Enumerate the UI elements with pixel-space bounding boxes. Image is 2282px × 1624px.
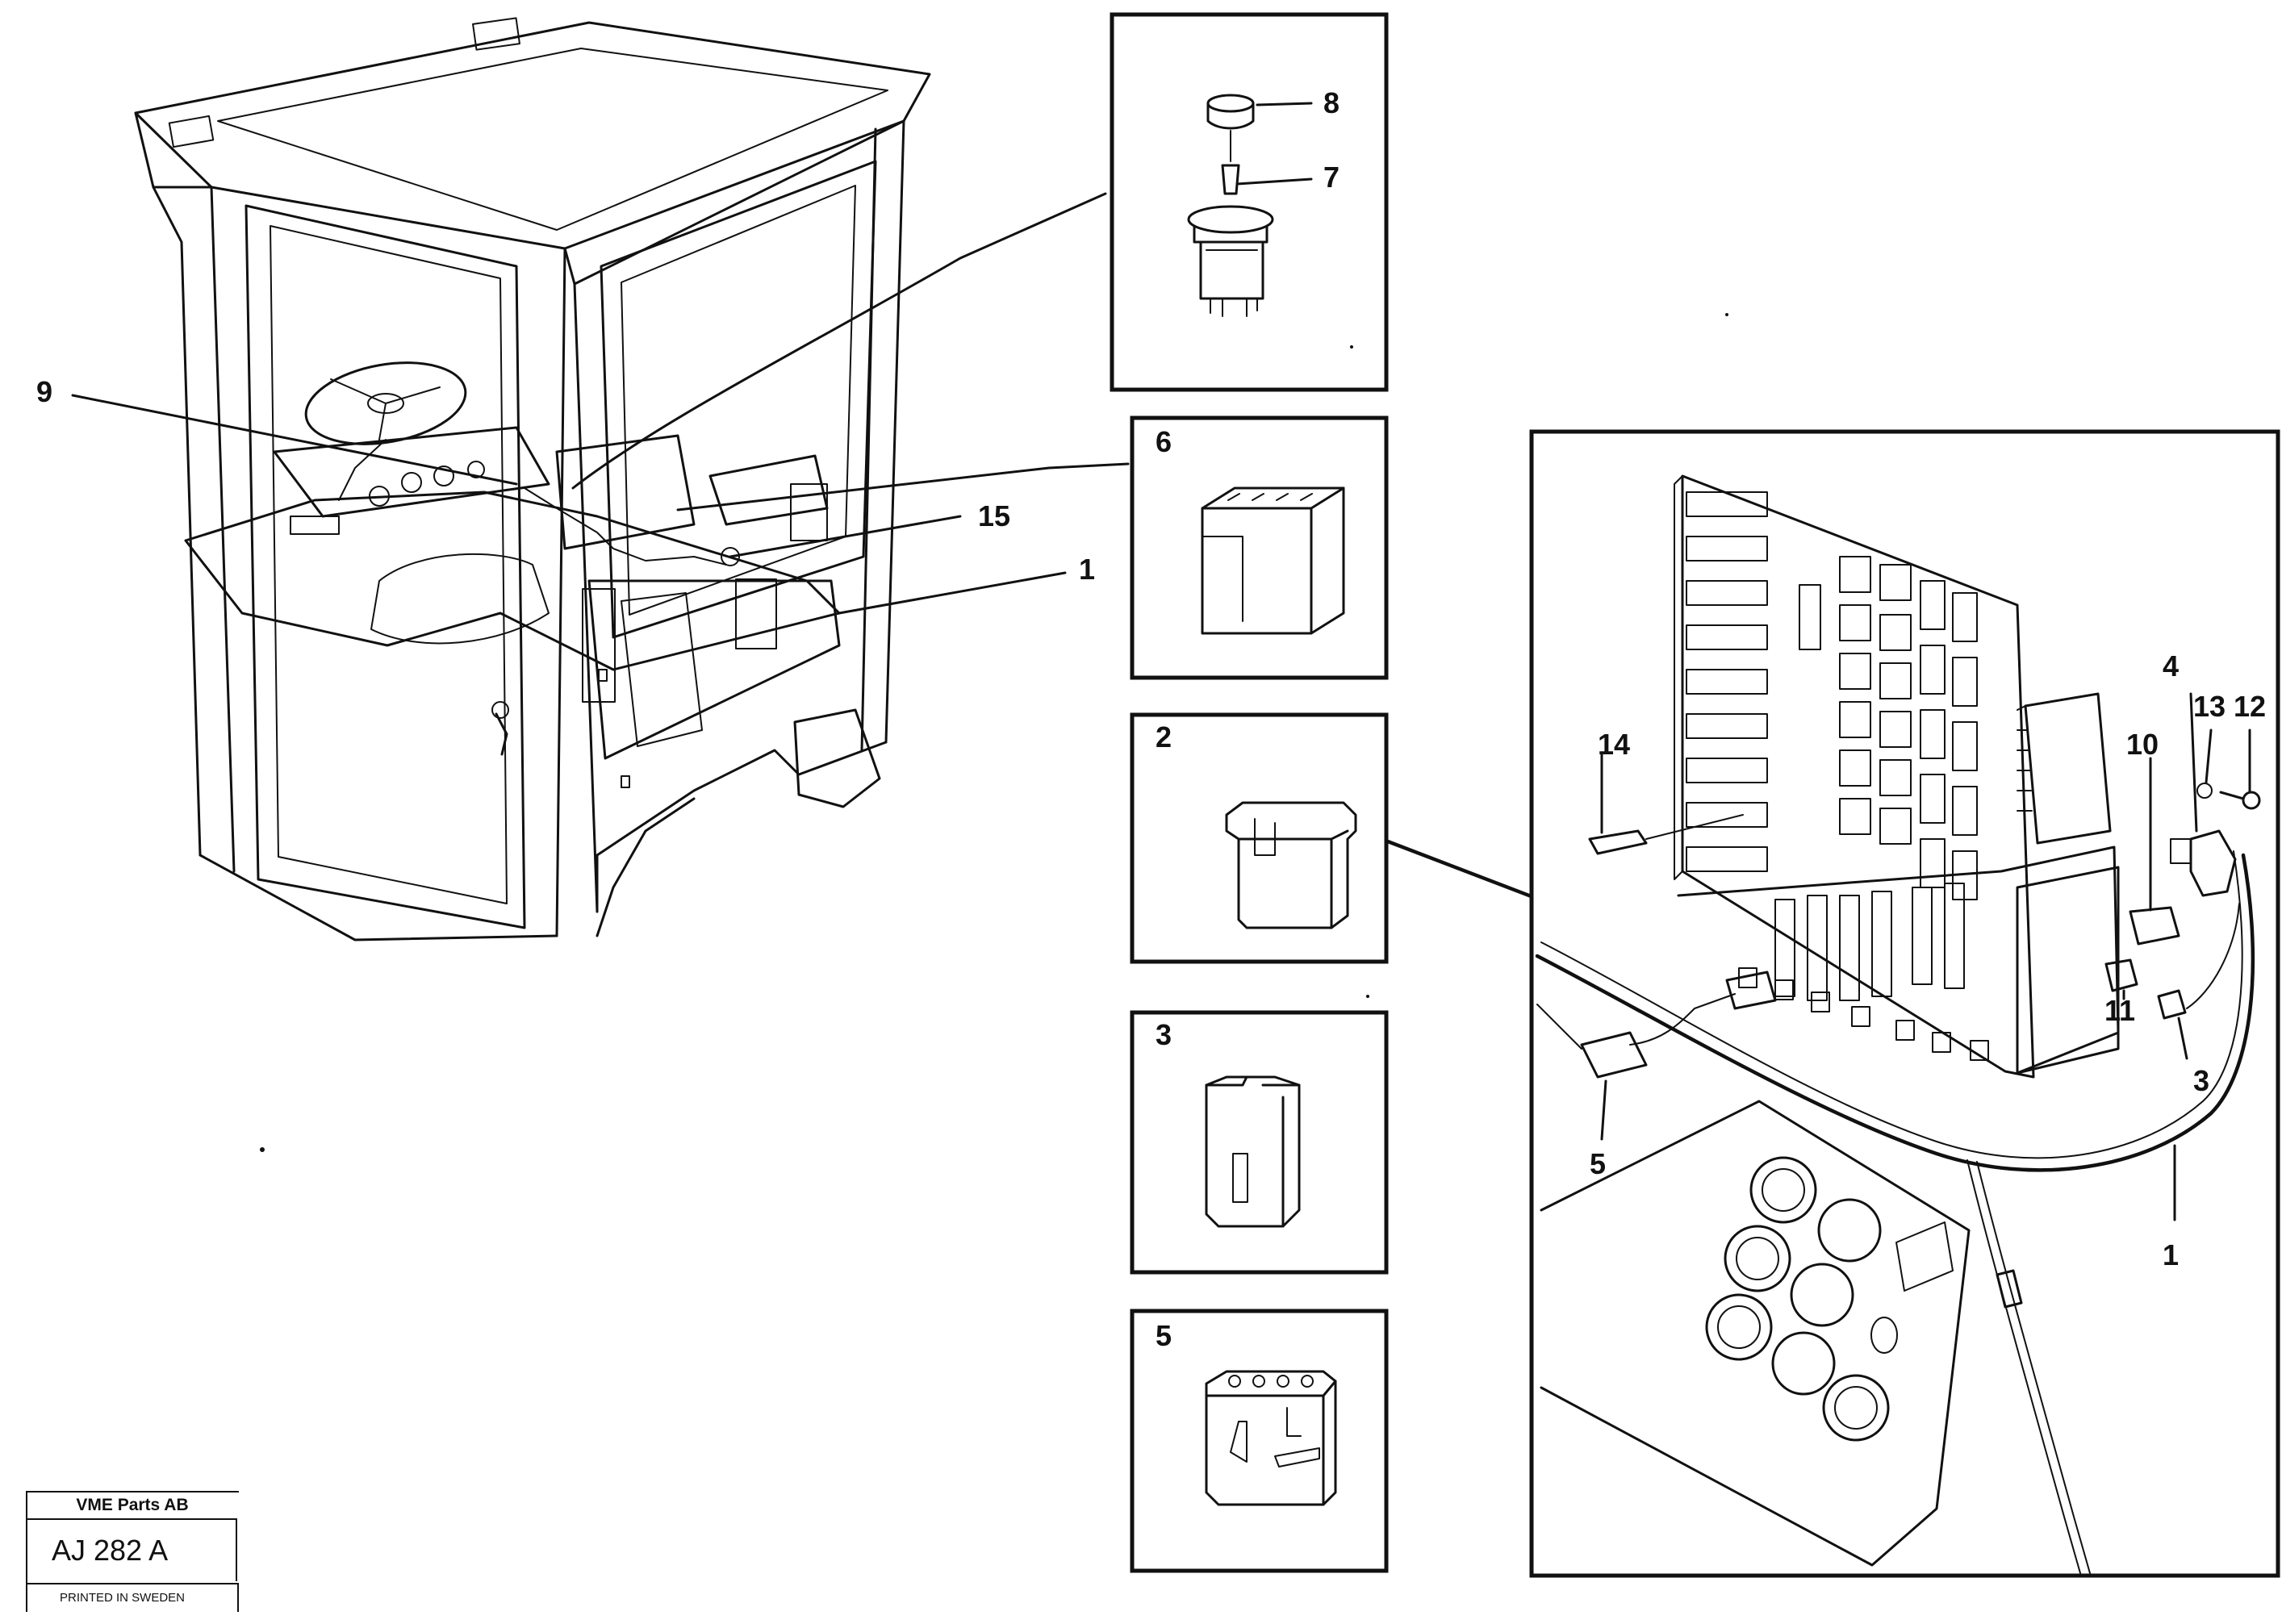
- callout-2: 2: [1156, 720, 1172, 754]
- detail-box-connector-3-frame: [1130, 1010, 1389, 1275]
- connector-5-part: [1205, 1370, 1337, 1506]
- callout-10: 10: [2126, 728, 2159, 761]
- callout-8: 8: [1323, 86, 1340, 119]
- part-4: [2189, 829, 2237, 897]
- callout-4: 4: [2163, 649, 2179, 683]
- leader-lines: [71, 192, 1735, 974]
- title-block: VME Parts AB AJ 282 A PRINTED IN SWEDEN: [26, 1491, 239, 1612]
- board-edge-connectors: [1686, 491, 1768, 872]
- callout-6: 6: [1156, 425, 1172, 458]
- callout-13: 13: [2193, 690, 2226, 723]
- relay-6-part: [1201, 486, 1345, 635]
- connector-3-part: [1205, 1075, 1301, 1228]
- part-11: [2104, 958, 2138, 992]
- detail-box-connector-5: 5: [1130, 1309, 1389, 1573]
- callout-5-box: 5: [1156, 1319, 1172, 1352]
- callout-1-cab: 1: [1079, 553, 1095, 586]
- printed-note: PRINTED IN SWEDEN: [27, 1583, 239, 1612]
- callout-5-panel: 5: [1590, 1147, 1606, 1180]
- detail-box-switch-frame: [1110, 12, 1389, 392]
- callout-7: 7: [1323, 161, 1340, 194]
- detail-box-connector-3: 3: [1130, 1010, 1389, 1275]
- switch-stem-part: [1221, 164, 1240, 195]
- company-name: VME Parts AB: [27, 1492, 237, 1520]
- detail-panel-fuse-board: 14 10 4 13 12 11 3 5 1: [1529, 429, 2280, 1578]
- callout-1-panel: 1: [2163, 1238, 2179, 1271]
- callout-3-box: 3: [1156, 1018, 1172, 1051]
- detail-box-relay-2: 2: [1130, 712, 1389, 964]
- callout-11: 11: [2104, 994, 2135, 1027]
- callout-15: 15: [978, 499, 1010, 532]
- cab-illustration: [134, 17, 931, 941]
- detail-box-switch: 8 7: [1110, 12, 1389, 392]
- connector-5-panel: [1580, 1031, 1648, 1079]
- callout-14: 14: [1598, 728, 1630, 761]
- callout-12: 12: [2234, 690, 2266, 723]
- circuit-board-part: [1681, 474, 2035, 1079]
- detail-box-relay-6: 6: [1130, 415, 1389, 680]
- part-3: [2157, 989, 2187, 1020]
- part-12: [2219, 791, 2245, 800]
- callout-3-panel: 3: [2193, 1064, 2209, 1097]
- part-13: [2196, 783, 2213, 799]
- diagram-code: AJ 282 A: [27, 1520, 237, 1581]
- callout-9: 9: [36, 375, 52, 408]
- part-10: [2129, 906, 2180, 946]
- detail-panel-fuse-board-frame: [1529, 429, 2280, 1578]
- part-14: [1588, 829, 1648, 855]
- detail-box-connector-5-frame: [1130, 1309, 1389, 1573]
